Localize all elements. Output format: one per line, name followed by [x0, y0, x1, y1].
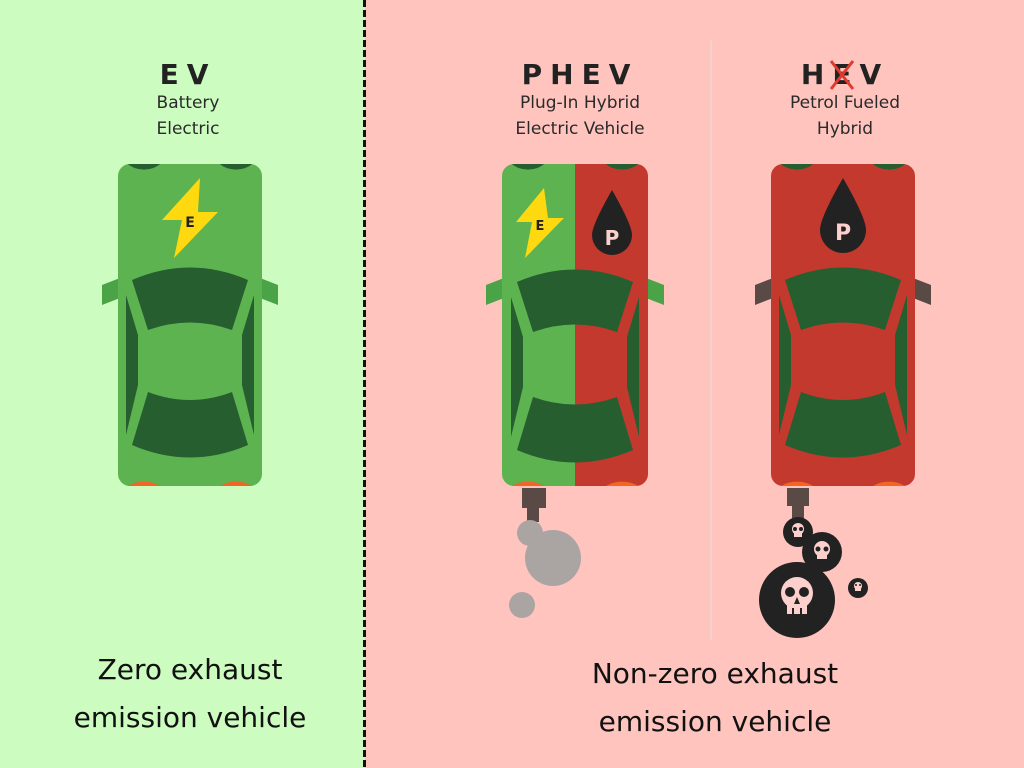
- phev-heading: PHEV Plug-In Hybrid Electric Vehicle: [480, 60, 680, 142]
- ev-heading: EV Battery Electric: [88, 60, 288, 142]
- fuel-drop-icon: [820, 178, 866, 253]
- hev-car-icon: P: [755, 164, 931, 638]
- toxic-smoke-skull-icon: [759, 517, 868, 638]
- svg-text:P: P: [605, 226, 620, 250]
- ev-subtitle-1: Battery: [156, 93, 220, 113]
- fuel-drop-icon: [592, 190, 632, 255]
- svg-text:P: P: [835, 221, 851, 246]
- lightning-icon: [162, 178, 218, 258]
- hev-abbr-v: V: [859, 58, 890, 91]
- red-cross-icon: [830, 60, 855, 90]
- dashed-divider: [363, 0, 366, 768]
- ev-car-icon: E: [102, 164, 278, 486]
- vehicle-divider: [710, 40, 712, 640]
- exhaust-pipe-icon: [522, 488, 546, 522]
- hev-abbr-h: H: [800, 58, 833, 91]
- phev-subtitle-1: Plug-In Hybrid: [519, 93, 640, 113]
- svg-text:E: E: [536, 219, 545, 234]
- hev-subtitle-2: Hybrid: [816, 119, 874, 139]
- exhaust-pipe-icon: [787, 488, 809, 518]
- ev-subtitle-2: Electric: [156, 119, 220, 139]
- grey-smoke-icon: [509, 520, 581, 618]
- hev-abbr-crossed-e: E: [830, 60, 859, 90]
- ev-abbr: EV: [159, 58, 217, 91]
- phev-car-icon: E P: [486, 164, 664, 618]
- non-zero-emission-label: Non-zero exhaust emission vehicle: [591, 657, 839, 738]
- phev-abbr: PHEV: [521, 58, 639, 91]
- lightning-icon: [516, 188, 564, 258]
- hev-subtitle-1: Petrol Fueled: [790, 93, 900, 113]
- svg-text:E: E: [185, 215, 195, 231]
- phev-subtitle-2: Electric Vehicle: [515, 119, 645, 139]
- zero-emission-label: Zero exhaust emission vehicle: [73, 653, 307, 734]
